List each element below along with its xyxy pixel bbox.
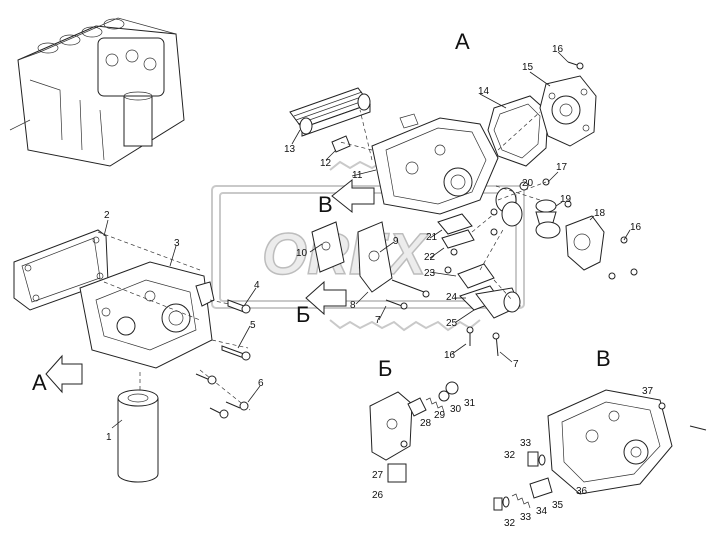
callout-33-bottom: 33 [520,512,532,523]
intermediate-gaskets [437,208,521,319]
callout-7-center: 7 [375,315,381,326]
callout-6: 6 [258,378,264,389]
callout-31: 31 [464,398,476,409]
engine-block-illustration [9,17,185,167]
callout-2: 2 [104,210,110,221]
callout-16-top: 16 [552,44,564,55]
callout-13: 13 [284,144,296,155]
water-pump-gasket [487,95,549,167]
callout-29: 29 [434,410,446,421]
section-label-a-left: А [32,370,47,395]
assembly-guide-lines-left [97,231,251,411]
bolts-center [385,279,500,357]
watermark-logo: OREX [211,158,525,332]
mounting-bracket [311,221,393,293]
view-arrow-b [305,280,347,316]
callout-20: 20 [522,178,534,189]
callout-23: 23 [424,268,436,279]
seal-rings [495,181,529,227]
callout-25: 25 [446,318,458,329]
bolt-set-left [195,299,251,419]
callout-14: 14 [478,86,490,97]
callout-26: 26 [372,490,384,501]
callout-28: 28 [420,418,432,429]
callout-9: 9 [393,236,399,247]
oil-cooler [289,87,371,137]
callout-33-top: 33 [520,438,532,449]
leader-lines [103,51,631,429]
callout-15: 15 [522,62,534,73]
callout-17: 17 [556,162,568,173]
callout-18: 18 [594,208,606,219]
bolt-16-top [567,61,584,70]
oil-filter-cartridge [117,389,159,483]
callout-19: 19 [560,194,572,205]
callout-16-bottom: 16 [444,350,456,361]
callout-12: 12 [320,158,332,169]
section-label-v-arrow: В [318,192,333,217]
callout-5: 5 [250,320,256,331]
callout-30: 30 [450,404,462,415]
callout-11: 11 [352,170,363,181]
callout-16-right: 16 [630,222,642,233]
watermark-text: OREX [262,222,430,287]
callout-34: 34 [536,506,548,517]
callout-22: 22 [424,252,436,263]
thermostat-cover [565,215,605,271]
assembly-guide-lines-upper [339,109,547,301]
detail-v-assembly [493,389,707,511]
callout-32-bottom: 32 [504,518,516,529]
cooler-gasket [331,135,351,153]
section-label-b-arrow: Б [296,302,310,327]
callout-21: 21 [426,232,438,243]
callout-8: 8 [350,300,356,311]
callout-numbers: 1 2 3 4 5 6 7 7 8 9 10 11 12 13 14 15 16… [104,44,654,529]
callout-35: 35 [552,500,564,511]
callout-1: 1 [106,432,112,443]
callout-7-right: 7 [513,359,519,370]
section-label-a-top: А [455,29,470,54]
callout-36: 36 [576,486,588,497]
callout-10: 10 [296,248,308,259]
callout-32-top: 32 [504,450,516,461]
section-label-b-detail: Б [378,356,392,381]
callout-27: 27 [372,470,384,481]
callout-3: 3 [174,238,180,249]
callout-37: 37 [642,386,654,397]
section-label-v-detail: В [596,346,611,371]
detail-b-assembly [369,381,459,483]
callout-24: 24 [446,292,458,303]
view-arrow-a [45,354,83,394]
upper-housing [371,113,499,215]
oil-filter-housing [79,261,215,369]
view-arrow-v [331,178,375,214]
callout-4: 4 [254,280,260,291]
water-pump [539,75,597,147]
thermostat [535,199,561,239]
